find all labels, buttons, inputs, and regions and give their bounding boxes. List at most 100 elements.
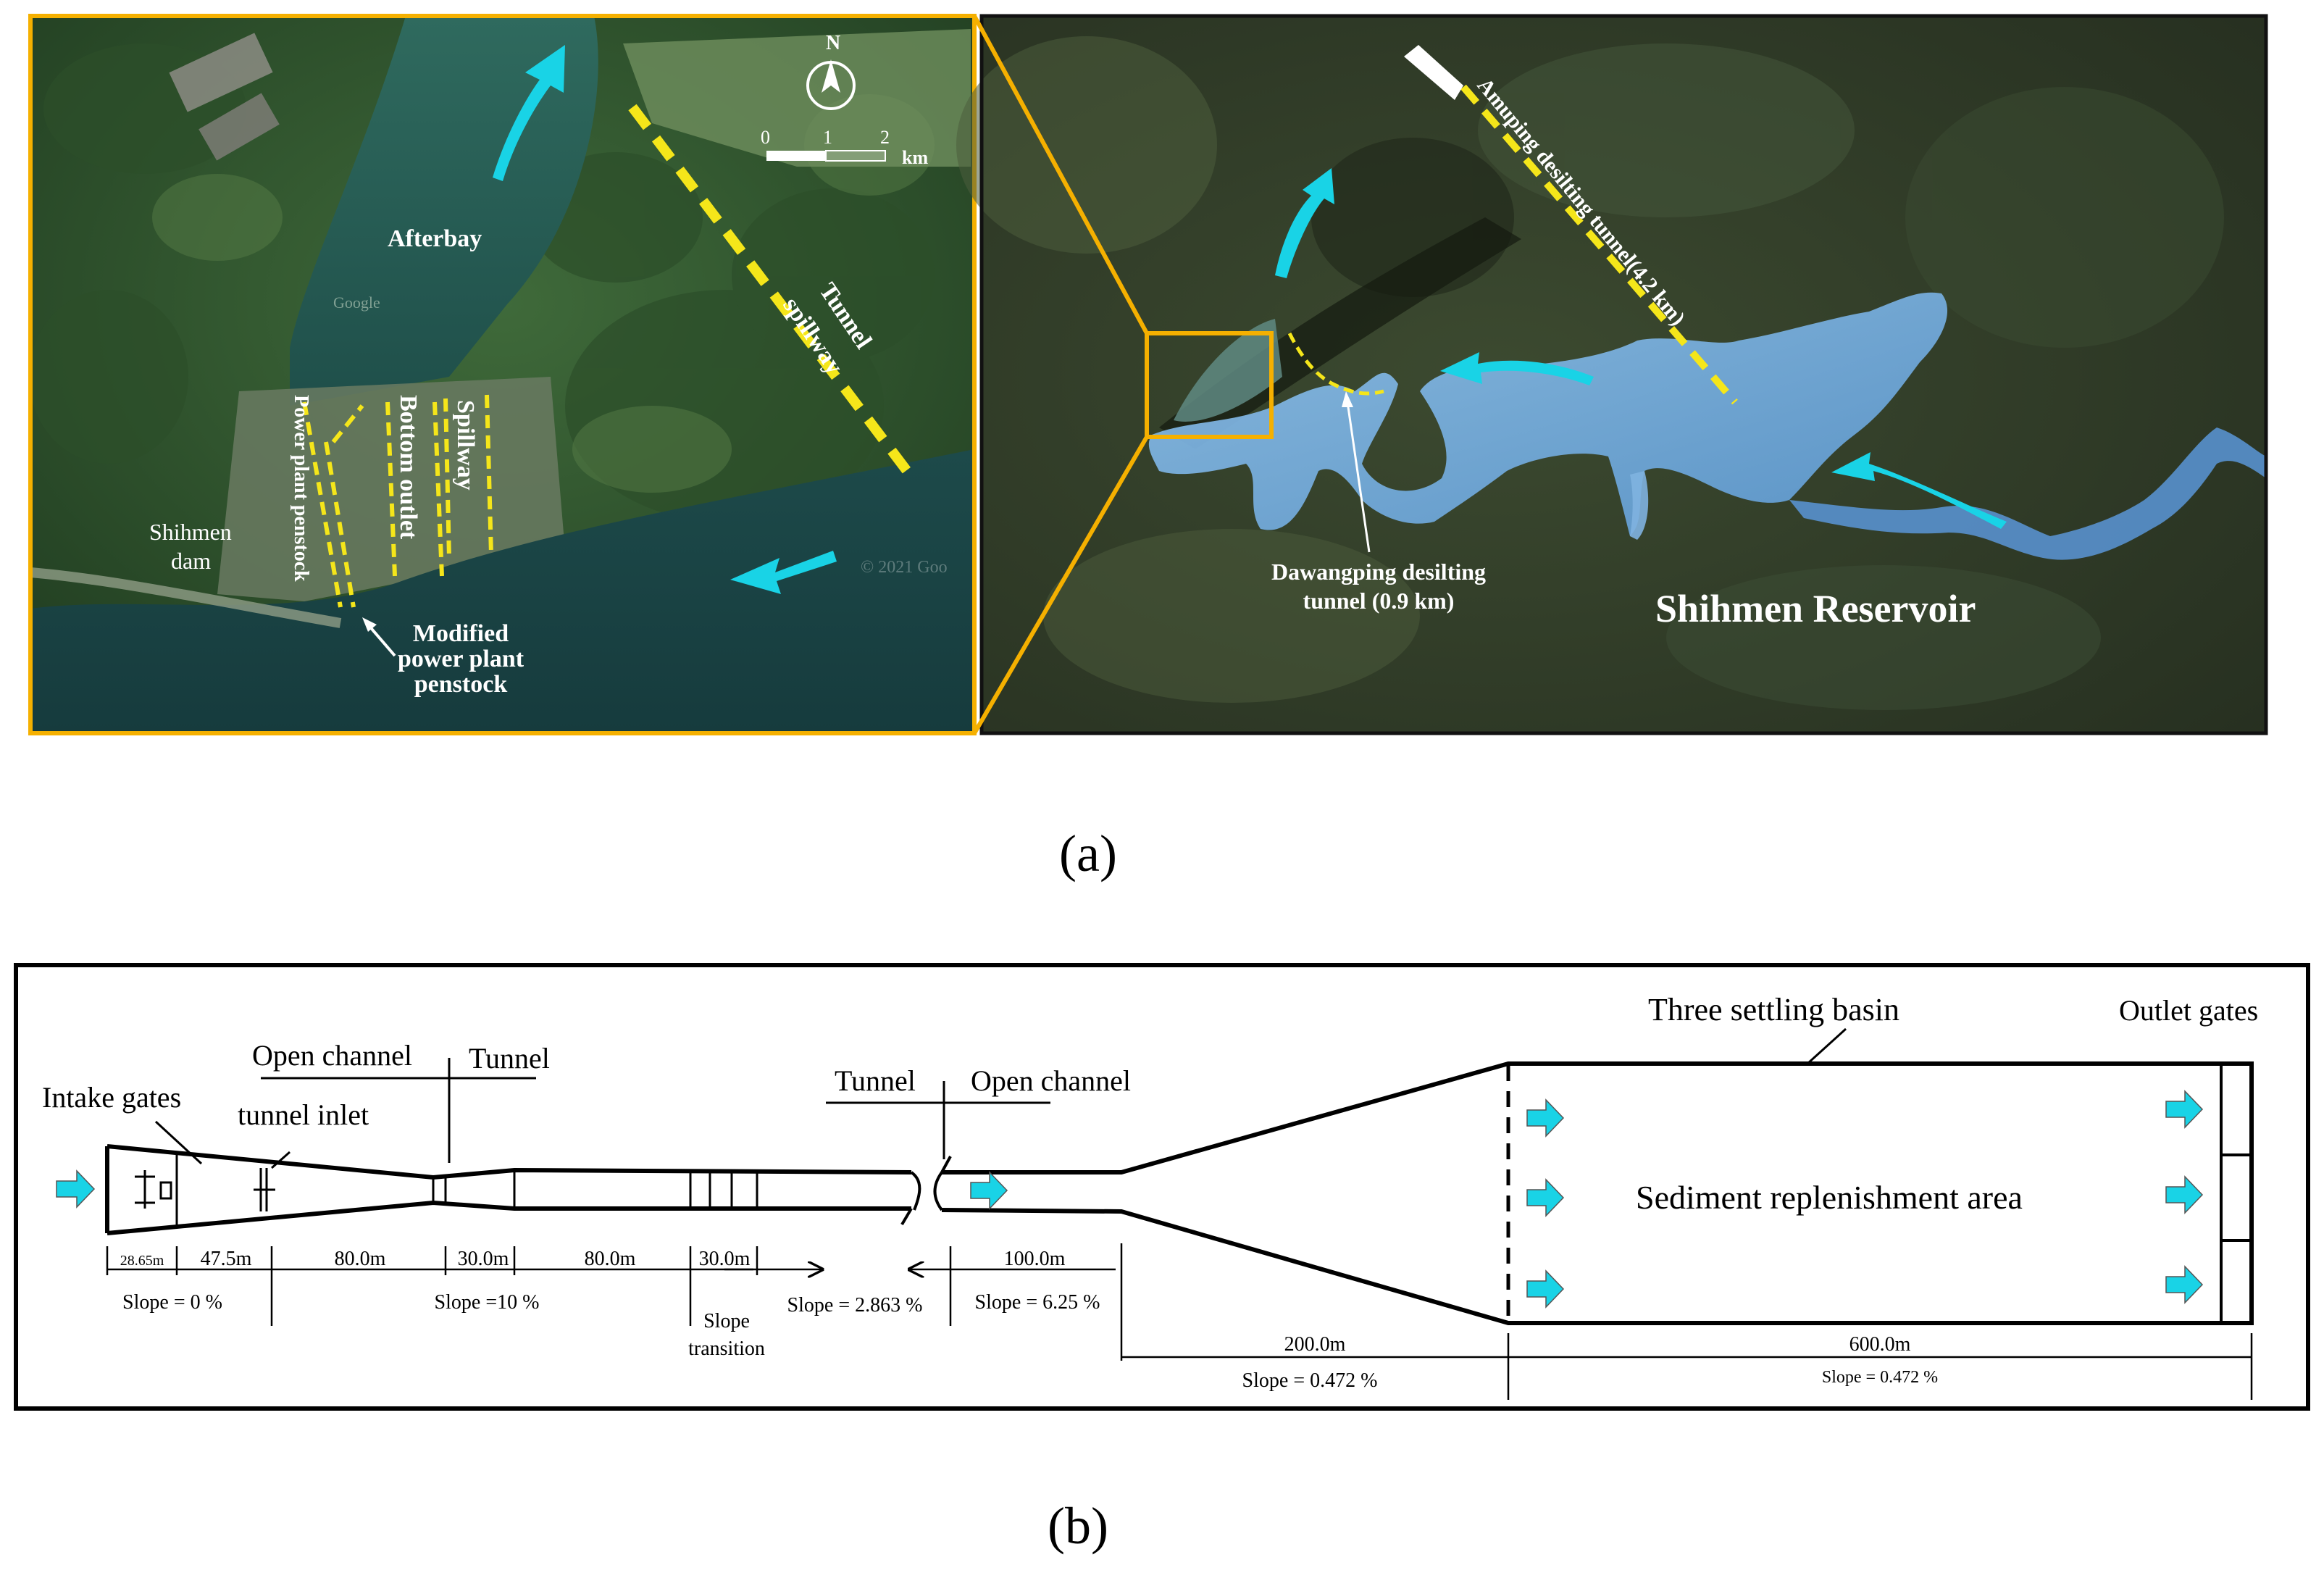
flow-arrow-basin-1 xyxy=(1526,1098,1565,1138)
dawangping-label-1: Dawangping desilting xyxy=(1271,559,1486,585)
left-map-tunnel-lines xyxy=(302,104,916,608)
compass: N xyxy=(806,32,856,110)
flow-arrow-upstream xyxy=(1831,452,2007,529)
scale-bar: 0 1 2 km xyxy=(761,127,928,168)
intake-gates-leader xyxy=(154,1120,203,1165)
spillway-label: Spillway xyxy=(452,400,479,491)
inset-indicator xyxy=(972,14,1274,735)
panel-b-labels: Intake gates tunnel inlet Open channel T… xyxy=(42,992,2258,1392)
left-map-labels: Afterbay Google Tunnel spillway Power pl… xyxy=(149,225,948,698)
tunnel-inlet-leader xyxy=(271,1151,290,1169)
terrain-texture xyxy=(956,36,2224,710)
flow-arrow-west xyxy=(1440,352,1594,385)
spillway-line-a xyxy=(443,398,451,559)
dawangping-tunnel-line xyxy=(1287,332,1384,396)
outlet-gates-label: Outlet gates xyxy=(2119,994,2258,1027)
scale-unit: km xyxy=(902,147,928,168)
slope-transition-label-2: transition xyxy=(688,1338,765,1360)
building xyxy=(198,93,280,161)
open-channel-label-1: Open channel xyxy=(252,1039,412,1072)
channel-outline xyxy=(105,1061,2254,1325)
flow-arrow-outlet-3 xyxy=(2165,1265,2204,1304)
afterbay-label: Afterbay xyxy=(388,225,482,252)
dim-d4: 30.0m xyxy=(458,1248,509,1270)
flow-arrow-intake xyxy=(56,1169,96,1209)
dim-d3: 80.0m xyxy=(335,1248,386,1270)
slope-s5: Slope = 0.472 % xyxy=(1242,1369,1378,1392)
channel-bottom-edge xyxy=(106,1200,911,1235)
left-map-frame xyxy=(28,14,977,735)
modified-pointer xyxy=(362,617,396,657)
right-map-frame xyxy=(979,14,2268,735)
slope-s2: Slope =10 % xyxy=(435,1291,540,1314)
scale-bar-dark xyxy=(825,150,886,162)
slope-s4: Slope = 6.25 % xyxy=(975,1291,1100,1314)
bottom-outlet-line-b xyxy=(432,401,444,577)
slope-s6: Slope = 0.472 % xyxy=(1822,1368,1938,1387)
watermark-copyright: © 2021 Goo xyxy=(861,558,948,577)
outlet-gates xyxy=(2220,1064,2252,1323)
building xyxy=(169,33,273,112)
shihmen-dam-label-2: dam xyxy=(171,548,211,574)
caption-b: (b) xyxy=(1048,1497,1108,1555)
tunnel-inlet-gate-icon xyxy=(254,1168,275,1211)
right-flow-arrows xyxy=(1275,168,2007,529)
slope-s3: Slope = 2.863 % xyxy=(787,1294,923,1317)
dim-d6: 30.0m xyxy=(699,1248,751,1270)
reservoir-branch xyxy=(1630,471,1649,540)
river xyxy=(1789,427,2266,560)
dim-d5: 80.0m xyxy=(585,1248,636,1270)
modified-label-2: power plant xyxy=(398,646,524,672)
spillway-line-b xyxy=(485,394,493,555)
penstock-line-c xyxy=(331,404,364,443)
north-arrow-icon xyxy=(822,59,840,93)
three-settling-basin-label: Three settling basin xyxy=(1648,992,1899,1027)
reservoir-water xyxy=(1148,292,1948,536)
zoom-line-top xyxy=(972,14,1149,335)
flow-arrow-reservoir xyxy=(730,551,837,594)
tunnel-label-2: Tunnel xyxy=(835,1064,916,1097)
dawangping-pointer xyxy=(1342,391,1371,553)
park-area xyxy=(623,29,971,167)
penstock-label: Power plant penstock xyxy=(290,395,312,582)
shihmen-dam-label-1: Shihmen xyxy=(149,519,232,545)
flow-arrow-outlet-2 xyxy=(2165,1175,2204,1214)
inset-box xyxy=(1145,331,1274,439)
modified-label-1: Modified xyxy=(413,620,509,647)
dam-crest xyxy=(30,567,342,628)
intake-gate-icon xyxy=(135,1170,172,1209)
penstock-line-a xyxy=(302,401,343,608)
right-map-tunnel-lines xyxy=(1287,84,1738,405)
reservoir-water-left xyxy=(30,449,974,733)
flow-arrow-basin-2 xyxy=(1526,1178,1565,1217)
flow-arrow-basin-3 xyxy=(1526,1269,1565,1309)
flow-arrows-b xyxy=(56,1090,2204,1309)
slope-transition-label-1: Slope xyxy=(703,1310,750,1332)
scale-bar-white xyxy=(766,151,826,161)
panel-b-frame xyxy=(14,963,2310,1411)
channel-break-marks xyxy=(900,1156,952,1226)
right-satellite-map xyxy=(956,16,2266,733)
watermark-google: Google xyxy=(333,293,380,312)
channel-top-edge xyxy=(106,1144,912,1180)
settling-basin-leader xyxy=(1806,1027,1847,1065)
intake-gates-label: Intake gates xyxy=(42,1081,181,1114)
channel-top-edge-2 xyxy=(941,1061,2254,1325)
dim-d2: 47.5m xyxy=(201,1248,252,1270)
dimension-lines xyxy=(106,1243,2253,1400)
flow-arrow-afterbay xyxy=(493,45,565,181)
caption-a: (a) xyxy=(1059,825,1117,883)
reservoir-title: Shihmen Reservoir xyxy=(1655,587,1976,630)
compass-north-label: N xyxy=(826,32,840,54)
sediment-area-label: Sediment replenishment area xyxy=(1636,1179,2023,1216)
scale-tick-2: 2 xyxy=(880,127,890,148)
dim-d7: 100.0m xyxy=(1004,1248,1066,1270)
bottom-outlet-label: Bottom outlet xyxy=(395,395,422,540)
modified-label-3: penstock xyxy=(414,671,508,698)
flow-arrow-channel xyxy=(970,1171,1008,1210)
left-flow-arrows xyxy=(493,45,837,594)
slope-s1: Slope = 0 % xyxy=(122,1291,222,1314)
tunnel-label-1: Tunnel xyxy=(469,1042,550,1075)
scale-tick-0: 0 xyxy=(761,127,770,148)
